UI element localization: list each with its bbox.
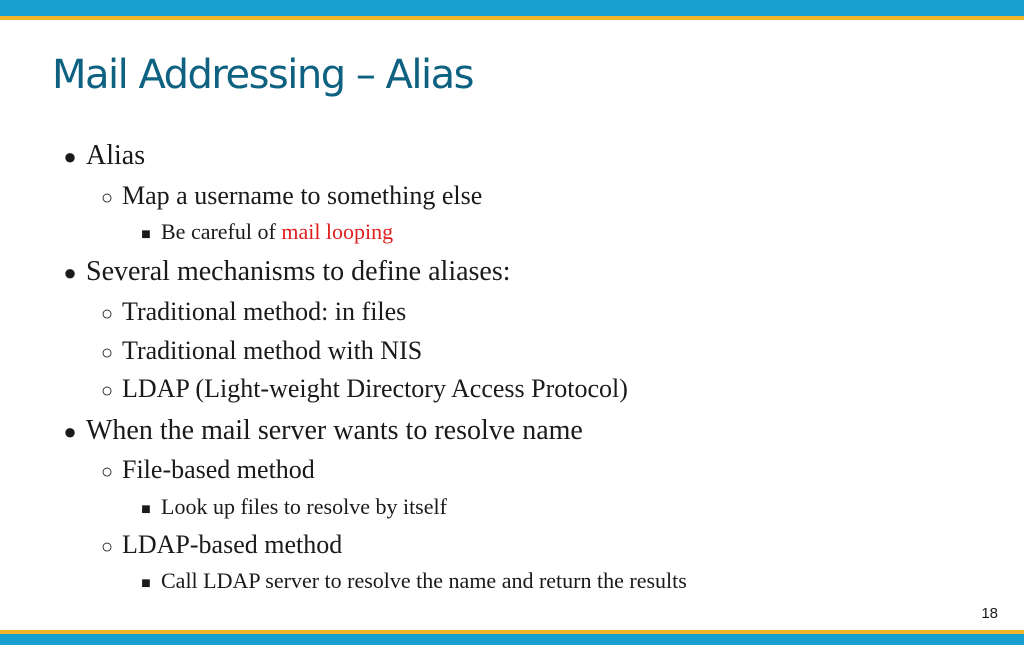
bullet-text: File-based method — [122, 455, 315, 484]
bullet-dot-icon: ● — [63, 144, 77, 169]
bullet-text: LDAP (Light-weight Directory Access Prot… — [122, 374, 628, 403]
bullet-text: Traditional method with NIS — [122, 336, 423, 365]
bullet-text: Call LDAP server to resolve the name and… — [161, 568, 687, 593]
highlighted-term: mail looping — [281, 219, 394, 244]
bullet-item: ○ Map a username to something else — [98, 181, 482, 211]
bullet-text: Map a username to something else — [122, 181, 483, 210]
top-banner-bar — [0, 0, 1024, 16]
bullet-dot-icon: ● — [63, 260, 77, 285]
bullet-item: ■ Be careful of mail looping — [137, 219, 393, 245]
bullet-circle-icon: ○ — [100, 380, 114, 402]
bullet-item: ○ File-based method — [98, 455, 315, 485]
bullet-square-icon: ■ — [141, 226, 151, 243]
bullet-dot-icon: ● — [63, 419, 77, 444]
slide-title: Mail Addressing – Alias — [52, 52, 475, 98]
bullet-item: ● When the mail server wants to resolve … — [58, 415, 583, 447]
bullet-square-icon: ■ — [141, 575, 151, 592]
bullet-text: LDAP-based method — [122, 530, 343, 559]
top-accent-stripe — [0, 16, 1024, 20]
bullet-item: ■ Call LDAP server to resolve the name a… — [137, 568, 687, 594]
bullet-item: ○ LDAP (Light-weight Directory Access Pr… — [98, 374, 628, 404]
bullet-circle-icon: ○ — [100, 342, 114, 364]
bullet-circle-icon: ○ — [100, 461, 114, 483]
bottom-banner-bar — [0, 634, 1024, 645]
bullet-item: ○ LDAP-based method — [98, 530, 342, 560]
bullet-text: Alias — [86, 140, 146, 171]
bullet-item: ○ Traditional method with NIS — [98, 336, 422, 366]
bullet-circle-icon: ○ — [100, 536, 114, 558]
bullet-item: ● Alias — [58, 140, 145, 172]
bullet-item: ● Several mechanisms to define aliases: — [58, 256, 511, 288]
bullet-text: When the mail server wants to resolve na… — [86, 415, 583, 446]
bottom-accent-stripe — [0, 630, 1024, 634]
bullet-text: Be careful of — [161, 219, 282, 244]
page-number: 18 — [981, 605, 998, 622]
bullet-square-icon: ■ — [141, 501, 151, 518]
bullet-text: Several mechanisms to define aliases: — [86, 256, 511, 287]
bullet-item: ■ Look up files to resolve by itself — [137, 494, 447, 520]
bullet-item: ○ Traditional method: in files — [98, 297, 406, 327]
bullet-text: Traditional method: in files — [122, 297, 407, 326]
bullet-text: Look up files to resolve by itself — [161, 494, 447, 519]
bullet-circle-icon: ○ — [100, 303, 114, 325]
bullet-circle-icon: ○ — [100, 187, 114, 209]
